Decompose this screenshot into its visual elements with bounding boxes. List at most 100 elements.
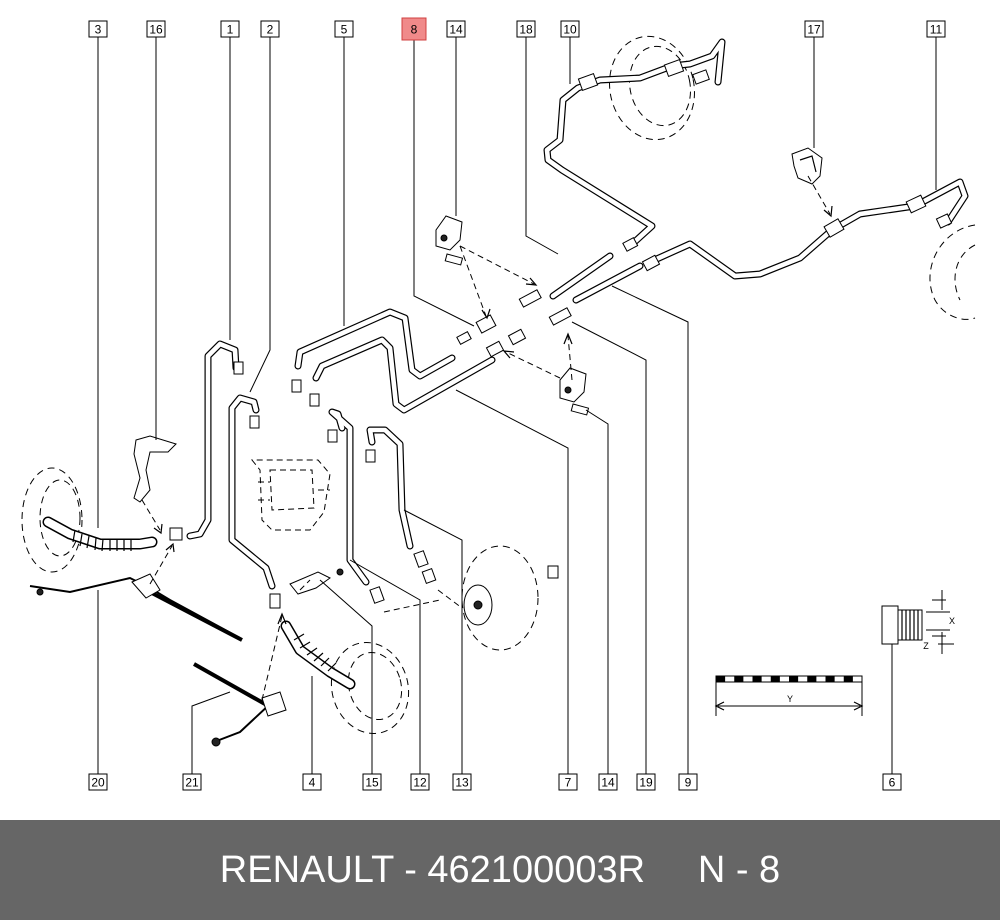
callout-label: 3 xyxy=(95,23,102,37)
wheel-rear-left xyxy=(330,641,410,735)
footer-bar: RENAULT - 462100003R N - 8 xyxy=(0,820,1000,920)
callout-c4: 4 xyxy=(302,773,322,791)
callout-c5: 5 xyxy=(334,20,354,38)
wheel-centre xyxy=(461,545,539,651)
dim-y-label: Y xyxy=(787,694,793,704)
callout-c9: 9 xyxy=(678,773,698,791)
callout-c7: 7 xyxy=(558,773,578,791)
callout-label: 21 xyxy=(185,776,199,790)
wheel-rear-right xyxy=(929,224,976,320)
callout-c11: 11 xyxy=(926,20,946,38)
flex-hose-3 xyxy=(42,516,158,552)
callout-c19: 19 xyxy=(636,773,656,791)
callout-box xyxy=(334,20,354,38)
callout-label: 18 xyxy=(519,23,533,37)
dim-x-label: X xyxy=(949,616,955,626)
callout-label: 8 xyxy=(411,23,418,37)
scale-block xyxy=(825,676,835,682)
callout-box xyxy=(401,17,427,41)
callout-box xyxy=(516,20,536,38)
callout-label: 14 xyxy=(601,776,615,790)
wheel-front-left xyxy=(21,467,83,573)
scale-block xyxy=(807,676,817,682)
callout-label: 13 xyxy=(455,776,469,790)
callout-c1: 1 xyxy=(220,20,240,38)
callout-c18: 18 xyxy=(516,20,536,38)
handbrake-cable-21 xyxy=(193,662,287,747)
scale-block xyxy=(770,676,780,682)
callout-c6: 6 xyxy=(882,773,902,791)
brake-pipes xyxy=(186,38,969,590)
callout-c14a: 14 xyxy=(446,20,466,38)
callouts-top: 3 16 1 2 5 8 14 18 10 17 11 xyxy=(88,17,946,41)
scale-block xyxy=(752,676,762,682)
callout-label: 10 xyxy=(563,23,577,37)
callout-box xyxy=(636,773,656,791)
callout-c21: 21 xyxy=(182,773,202,791)
callout-label: 4 xyxy=(309,776,316,790)
scale-block xyxy=(734,676,744,682)
callout-label: 16 xyxy=(149,23,163,37)
callout-label: 11 xyxy=(930,23,943,37)
scale-bar-y: Y xyxy=(714,675,864,716)
callout-box xyxy=(146,20,166,38)
callout-label: 20 xyxy=(91,776,105,790)
callout-box xyxy=(446,20,466,38)
scale-block xyxy=(716,676,726,682)
callout-c17: 17 xyxy=(804,20,824,38)
callout-c20: 20 xyxy=(88,773,108,791)
callout-box xyxy=(88,20,108,38)
clip-17 xyxy=(791,147,823,185)
clip-15 xyxy=(289,568,344,595)
callout-label: 7 xyxy=(565,776,572,790)
callout-label: 19 xyxy=(639,776,653,790)
callout-label: 12 xyxy=(413,776,427,790)
abs-modulator xyxy=(250,459,331,531)
callout-box xyxy=(302,773,322,791)
leader-lines xyxy=(97,37,937,774)
part-number-caption: RENAULT - 462100003R N - 8 xyxy=(219,848,781,891)
callout-box xyxy=(88,773,108,791)
flex-hose-4 xyxy=(280,620,356,690)
dim-z-label: Z xyxy=(923,641,929,651)
callout-c16: 16 xyxy=(146,20,166,38)
callout-box xyxy=(410,773,430,791)
callout-box xyxy=(558,773,578,791)
detail-union-6: X Z xyxy=(881,590,955,654)
callout-label: 6 xyxy=(889,776,896,790)
callout-c10: 10 xyxy=(560,20,580,38)
scale-block xyxy=(843,676,853,682)
fittings xyxy=(169,58,953,609)
callout-box xyxy=(598,773,618,791)
bracket-14-upper xyxy=(435,215,464,266)
callout-c8: 8 xyxy=(401,17,427,41)
callout-c14b: 14 xyxy=(598,773,618,791)
handbrake-cable-20 xyxy=(29,573,243,642)
callout-box xyxy=(926,20,946,38)
callout-c2: 2 xyxy=(260,20,280,38)
callout-box xyxy=(362,773,382,791)
callout-box xyxy=(560,20,580,38)
callouts-bottom: 20 21 4 15 12 13 7 14 19 9 6 xyxy=(88,773,902,791)
callout-label: 2 xyxy=(267,23,274,37)
bracket-16 xyxy=(133,435,177,503)
bracket-14-lower xyxy=(559,367,590,416)
callout-box xyxy=(182,773,202,791)
assembly-arrows xyxy=(141,175,833,701)
callout-label: 1 xyxy=(227,23,234,37)
callout-label: 14 xyxy=(449,23,463,37)
callout-box xyxy=(220,20,240,38)
callout-label: 15 xyxy=(365,776,379,790)
callout-label: 17 xyxy=(807,23,821,37)
callout-box xyxy=(260,20,280,38)
callout-label: 9 xyxy=(685,776,692,790)
scale-block xyxy=(789,676,799,682)
callout-box xyxy=(678,773,698,791)
callout-c3: 3 xyxy=(88,20,108,38)
callout-c13: 13 xyxy=(452,773,472,791)
callout-box xyxy=(804,20,824,38)
callout-box xyxy=(452,773,472,791)
wheel-front-right xyxy=(609,35,695,141)
